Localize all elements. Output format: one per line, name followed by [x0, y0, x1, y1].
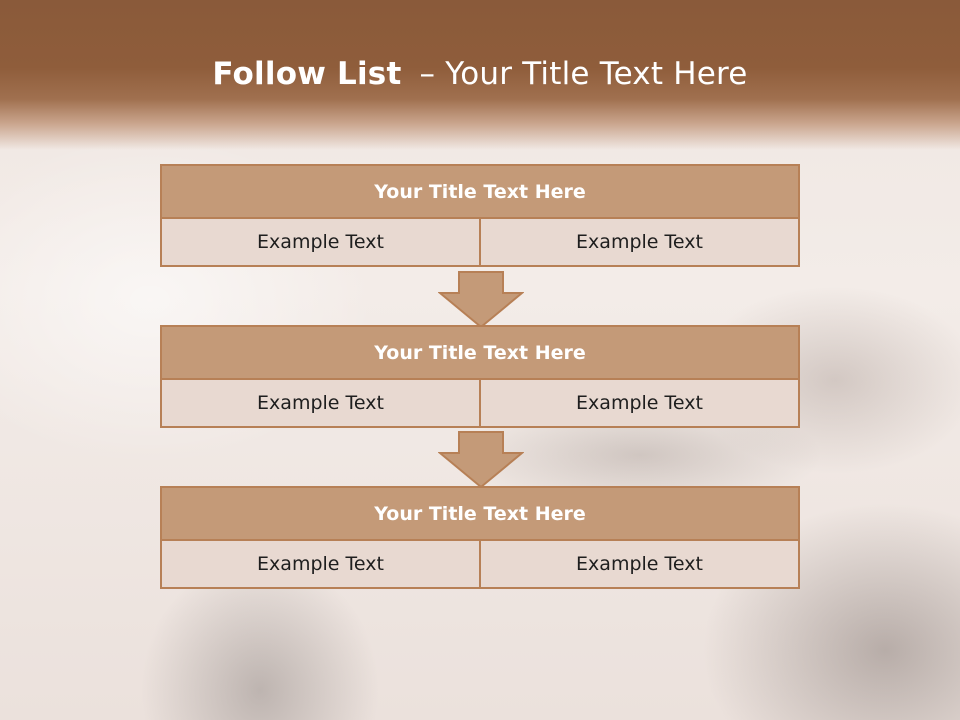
flow-block-cells: Example Text Example Text: [160, 378, 800, 428]
flow-cell-right: Example Text: [479, 539, 800, 589]
flow-cell-right: Example Text: [479, 378, 800, 428]
flow-cell-right: Example Text: [479, 217, 800, 267]
flow-block-title: Your Title Text Here: [160, 325, 800, 380]
flow-cell-left: Example Text: [160, 539, 481, 589]
title-bold-part: Follow List: [212, 56, 402, 92]
flow-block-1: Your Title Text Here Example Text Exampl…: [160, 164, 800, 267]
flow-block-cells: Example Text Example Text: [160, 217, 800, 267]
flow-cell-left: Example Text: [160, 217, 481, 267]
flow-block-title: Your Title Text Here: [160, 164, 800, 219]
slide-title: Follow List–Your Title Text Here: [0, 56, 960, 92]
flow-block-2: Your Title Text Here Example Text Exampl…: [160, 325, 800, 428]
flow-block-cells: Example Text Example Text: [160, 539, 800, 589]
title-rest-part: Your Title Text Here: [445, 56, 748, 92]
flow-block-title: Your Title Text Here: [160, 486, 800, 541]
header-band: [0, 0, 960, 150]
title-dash: –: [419, 56, 436, 92]
down-arrow-icon: [438, 271, 524, 329]
down-arrow-icon: [438, 431, 524, 489]
flow-cell-left: Example Text: [160, 378, 481, 428]
flow-block-3: Your Title Text Here Example Text Exampl…: [160, 486, 800, 589]
